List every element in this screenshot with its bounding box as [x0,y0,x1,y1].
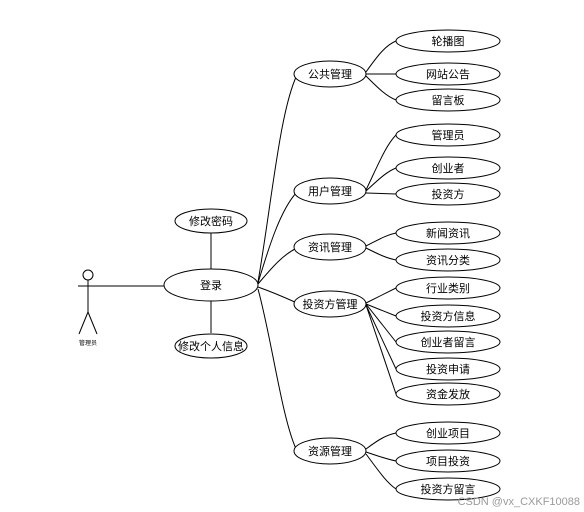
node-news-category-label: 资讯分类 [426,253,470,267]
node-investor-message-label: 投资方留言 [421,482,476,496]
edge-login-resource [257,288,298,452]
node-edit-profile: 修改个人信息 [174,333,248,359]
node-investor-message: 投资方留言 [395,477,501,501]
node-resource: 资源管理 [293,437,367,465]
actor-admin: 管理员 [78,269,98,347]
node-startup-project: 创业项目 [395,421,501,445]
actor-leg-left [78,311,89,335]
node-entrepreneur: 创业者 [395,156,501,180]
edge-login-news [257,247,298,285]
node-user-label: 用户管理 [308,184,352,198]
node-industry: 行业类别 [395,276,501,300]
node-investment-application-label: 投资申请 [426,362,470,376]
node-investor-info: 投资方信息 [395,304,501,328]
edge-user-entrepreneur [365,167,397,192]
edge-resource-investor-message [365,453,397,490]
node-fund-release: 资金发放 [395,382,501,406]
actor-leg-right [87,311,98,335]
node-inv: 投资方管理 [293,290,367,318]
node-news-label: 资讯管理 [308,240,352,254]
edge-user-admin [365,134,397,191]
node-public: 公共管理 [293,60,367,88]
node-investment-application: 投资申请 [395,357,501,381]
watermark: CSDN @vx_CXKF10088 [457,496,580,508]
node-investor: 投资方 [395,182,501,206]
edge-public-message-board [365,75,397,101]
node-change-password: 修改密码 [174,208,248,234]
edge-news-category [365,247,397,261]
edge-resource-startup [365,432,397,450]
edge-inv-investor-info [365,303,397,317]
node-carousel: 轮播图 [395,29,501,53]
edge-login-public [257,74,298,283]
node-industry-label: 行业类别 [426,281,470,295]
edge-login-inv [257,286,298,304]
node-user: 用户管理 [293,177,367,205]
actor-head [82,269,94,281]
node-announcement: 网站公告 [395,62,501,86]
edge-login-user [257,191,298,284]
node-message-board: 留言板 [395,88,501,112]
node-news-info: 新闻资讯 [395,221,501,245]
node-login-label: 登录 [200,278,222,292]
edge-public-carousel [365,40,397,73]
node-news-category: 资讯分类 [395,248,501,272]
node-carousel-label: 轮播图 [432,34,465,48]
node-fund-release-label: 资金发放 [426,387,470,401]
node-resource-label: 资源管理 [308,444,352,458]
node-admin-label: 管理员 [432,128,465,142]
node-entrepreneur-label: 创业者 [432,162,465,175]
edge-user-investor [365,192,397,195]
node-change-password-label: 修改密码 [189,214,233,228]
node-inv-label: 投资方管理 [303,297,358,311]
edge-news-info [365,232,397,247]
node-login: 登录 [163,268,259,302]
node-investor-info-label: 投资方信息 [421,309,476,323]
node-announcement-label: 网站公告 [426,67,470,81]
node-message-board-label: 留言板 [432,93,465,107]
node-edit-profile-label: 修改个人信息 [178,339,244,353]
node-startup-project-label: 创业项目 [426,427,470,440]
edge-inv-investment-application [365,304,397,370]
node-entrepreneur-message: 创业者留言 [395,330,501,354]
node-project-investment-label: 项目投资 [426,454,470,468]
node-admin: 管理员 [395,123,501,147]
actor-label: 管理员 [79,339,97,347]
connectors [96,40,397,490]
node-news-info-label: 新闻资讯 [426,226,470,240]
node-project-investment: 项目投资 [395,449,501,473]
edge-inv-industry [365,287,397,304]
node-investor-label: 投资方 [432,187,465,201]
node-public-label: 公共管理 [308,67,352,81]
edge-inv-entrepreneur-message [365,303,397,343]
edge-inv-fund-release [365,304,397,395]
node-entrepreneur-message-label: 创业者留言 [421,336,476,349]
edge-resource-project-investment [365,451,397,462]
node-news: 资讯管理 [293,233,367,261]
